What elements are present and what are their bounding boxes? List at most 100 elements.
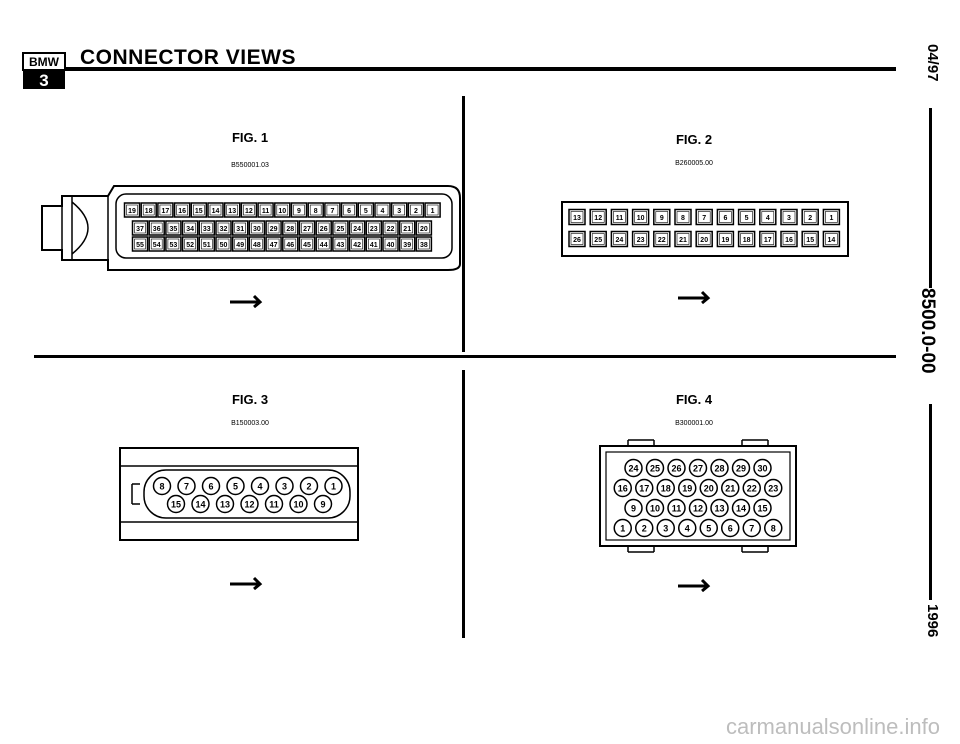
pin: 4 — [250, 476, 270, 496]
pin: 24 — [610, 230, 629, 248]
pin: 6 — [340, 202, 358, 218]
pin-label: 23 — [370, 226, 378, 233]
pin-label: 3 — [397, 208, 401, 215]
pin-label: 20 — [700, 237, 708, 244]
pin-label: 45 — [303, 242, 311, 249]
pin: 16 — [780, 230, 798, 248]
pin-label: 18 — [743, 237, 751, 244]
pin-label: 31 — [236, 226, 244, 233]
pin: 29 — [731, 458, 751, 478]
pin-label: 9 — [631, 504, 636, 514]
fig-4-orientation-mark — [678, 578, 711, 592]
pin: 15 — [753, 498, 772, 518]
pin-label: 30 — [757, 464, 767, 474]
middle-rule — [34, 355, 896, 358]
pin-label: 6 — [723, 215, 727, 222]
pin: 7 — [742, 518, 761, 538]
pin-label: 14 — [212, 208, 220, 215]
pin-label: 8 — [681, 215, 685, 222]
pin: 21 — [398, 220, 416, 236]
pin: 9 — [290, 202, 308, 218]
pin-label: 27 — [303, 226, 311, 233]
pin: 8 — [152, 476, 172, 496]
pin: 6 — [721, 518, 740, 538]
pin: 46 — [282, 236, 299, 252]
pin-label: 21 — [403, 226, 411, 233]
pin-label: 5 — [364, 208, 368, 215]
pin: 25 — [645, 458, 665, 478]
pin-label: 44 — [320, 242, 328, 249]
pin-label: 17 — [764, 237, 772, 244]
pin: 37 — [131, 220, 149, 236]
pin-label: 17 — [639, 484, 649, 494]
pin-label: 4 — [685, 524, 690, 534]
pin-label: 51 — [203, 242, 211, 249]
center-divider-bottom — [462, 370, 465, 638]
side-rule-2 — [929, 404, 932, 600]
pin-label: 11 — [269, 500, 279, 510]
pin: 3 — [780, 208, 798, 226]
pin: 17 — [635, 478, 654, 498]
pin: 54 — [148, 236, 165, 252]
pin: 21 — [674, 230, 692, 248]
pin: 5 — [699, 518, 718, 538]
pin: 5 — [357, 202, 375, 218]
side-date: 04/97 — [924, 44, 941, 82]
pin-label: 3 — [282, 482, 287, 492]
pin: 7 — [324, 202, 341, 218]
pin-label: 42 — [353, 242, 361, 249]
pin-label: 18 — [145, 208, 153, 215]
pin: 55 — [131, 236, 149, 252]
pin-label: 1 — [431, 208, 435, 215]
pin: 11 — [257, 202, 274, 218]
pin-label: 23 — [768, 484, 778, 494]
pin-label: 2 — [808, 215, 812, 222]
pin: 6 — [201, 476, 221, 496]
pin: 45 — [298, 236, 316, 252]
pin-label: 29 — [736, 464, 746, 474]
pin: 52 — [181, 236, 199, 252]
page-title: CONNECTOR VIEWS — [80, 46, 296, 69]
pin-label: 29 — [270, 226, 278, 233]
pin-label: 20 — [420, 226, 428, 233]
pin-label: 25 — [337, 226, 345, 233]
pin: 42 — [348, 236, 366, 252]
fig-1-label: FIG. 1 — [231, 130, 269, 145]
pin: 43 — [332, 236, 349, 252]
pin-label: 7 — [749, 524, 754, 534]
pin-label: 19 — [682, 484, 692, 494]
pin: 4 — [678, 518, 697, 538]
pin: 39 — [398, 236, 416, 252]
pin: 9 — [313, 494, 333, 514]
pin-label: 32 — [220, 226, 228, 233]
pin: 26 — [667, 458, 686, 478]
pin: 36 — [148, 220, 165, 236]
pin: 4 — [759, 208, 777, 226]
pin-label: 8 — [159, 482, 164, 492]
pin-label: 35 — [170, 226, 178, 233]
pin: 28 — [710, 458, 729, 478]
pin-label: 2 — [642, 524, 647, 534]
pin-label: 24 — [628, 464, 638, 474]
pin: 8 — [307, 202, 324, 218]
pin: 17 — [759, 230, 777, 248]
pin-label: 19 — [722, 237, 730, 244]
side-rule-1 — [929, 108, 932, 288]
pin: 2 — [801, 208, 819, 226]
pin-label: 41 — [370, 242, 378, 249]
pin: 1 — [324, 476, 343, 496]
pin-label: 10 — [293, 500, 303, 510]
pin: 13 — [568, 208, 586, 226]
pin: 2 — [299, 476, 319, 496]
fig-3-label: FIG. 3 — [231, 392, 269, 407]
pin: 10 — [645, 498, 665, 518]
pin-label: 9 — [320, 500, 325, 510]
pin-label: 16 — [178, 208, 186, 215]
pin-label: 3 — [663, 524, 668, 534]
fig-3-orientation-mark — [230, 576, 263, 590]
side-year: 1996 — [924, 604, 941, 638]
pin: 48 — [248, 236, 266, 252]
pin-label: 26 — [573, 237, 581, 244]
